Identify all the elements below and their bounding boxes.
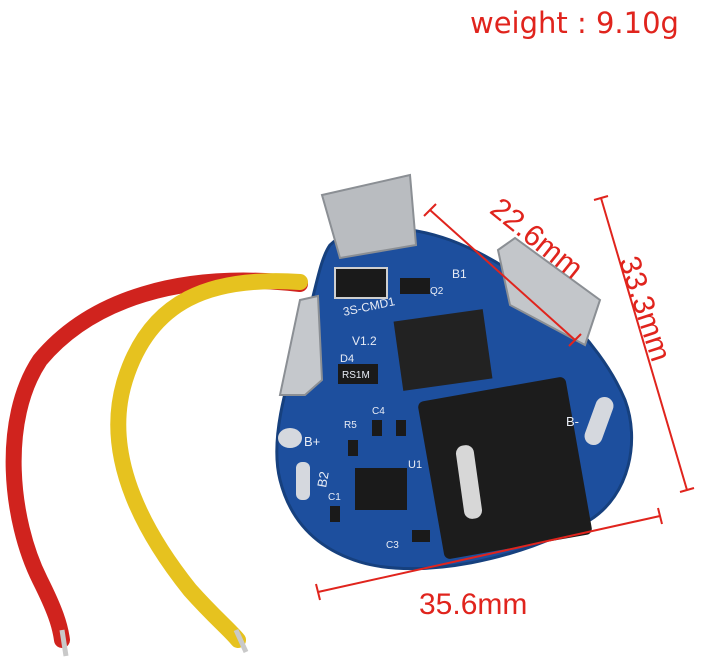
mosfet-main xyxy=(393,309,493,391)
mosfet-q2 xyxy=(400,278,430,294)
smd-2 xyxy=(396,420,406,436)
red-wire xyxy=(5,272,308,648)
silk-b1: B1 xyxy=(452,267,467,281)
dimension-label-width: 35.6mm xyxy=(419,588,528,621)
smd-4 xyxy=(330,506,340,522)
silk-r5: R5 xyxy=(344,420,357,431)
silk-b-minus: B- xyxy=(566,414,579,429)
silk-c1: C1 xyxy=(328,492,341,503)
dimension-line-width xyxy=(315,507,663,601)
yellow-wire-tip xyxy=(233,628,249,654)
smd-3 xyxy=(348,440,358,456)
smd-5 xyxy=(412,530,430,542)
weight-label: weight : 9.10g xyxy=(470,6,679,40)
pad-b-minus xyxy=(584,396,614,446)
dc-jack xyxy=(418,377,592,559)
dc-jack-pin xyxy=(455,445,483,519)
silk-b-plus: B+ xyxy=(304,434,320,449)
silk-c3: C3 xyxy=(386,540,399,551)
clip-top xyxy=(320,173,418,260)
dimension-line-height xyxy=(593,195,695,493)
clip-right xyxy=(496,236,602,347)
silk-d4: D4 xyxy=(340,353,354,365)
pad-b-plus xyxy=(278,428,302,448)
silk-b2: B2 xyxy=(314,470,332,488)
chip-u1 xyxy=(355,468,407,510)
silk-c4: C4 xyxy=(372,406,385,417)
dimension-line-diagonal xyxy=(423,203,582,347)
smd-1 xyxy=(372,420,382,436)
silk-u1: U1 xyxy=(408,459,422,471)
red-wire-tip xyxy=(59,629,69,657)
resistor-rs1m xyxy=(338,364,378,384)
silk-q2: Q2 xyxy=(430,286,444,297)
yellow-wire xyxy=(110,273,308,648)
silk-version: V1.2 xyxy=(352,334,377,348)
clip-left xyxy=(278,294,324,396)
mosfet-top xyxy=(334,267,388,299)
silk-resistor: RS1M xyxy=(342,370,370,381)
pad-b2 xyxy=(296,462,310,500)
